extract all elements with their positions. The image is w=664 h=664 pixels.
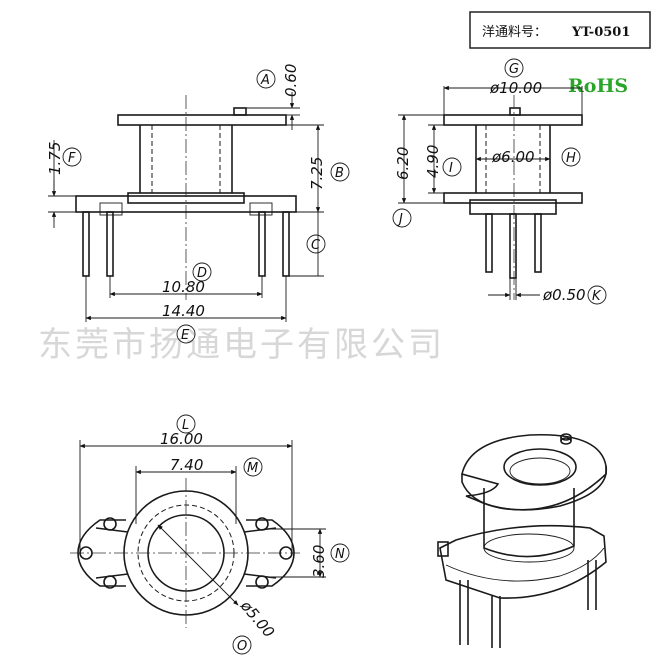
dim-g-value: ø10.00 — [489, 79, 542, 97]
dim-b-value: 7.25 — [308, 157, 326, 190]
dim-k-value: ø0.50 — [542, 286, 586, 304]
dim-i-value: 4.90 — [424, 145, 442, 178]
dim-i-letter: I — [449, 161, 453, 176]
dim-f-value: 1.75 — [46, 142, 64, 175]
bottom-view: 16.00 L 7.40 M 3.60 N ø5.00 O — [70, 414, 350, 655]
dim-m-value: 7.40 — [170, 456, 203, 474]
dim-e-value: 14.40 — [162, 302, 205, 320]
dim-o-value: ø5.00 — [236, 596, 278, 641]
dim-l-letter: L — [182, 418, 189, 433]
isometric-view — [437, 433, 608, 648]
dim-d-letter: D — [197, 266, 207, 281]
dim-g-letter: G — [509, 62, 519, 77]
dim-d-value: 10.80 — [162, 278, 205, 296]
title-box: 洋通料号： YT-0501 — [469, 11, 651, 49]
dim-f-letter: F — [68, 151, 76, 166]
side-view: ø10.00 G ø6.00 H 4.90 I 6.20 J ø0.50 K — [392, 58, 607, 305]
company-watermark: 东莞市扬通电子有限公司 — [38, 325, 445, 365]
dim-a-letter: A — [260, 73, 270, 88]
front-view: 0.60 A 7.25 B C 1.75 F 10.80 D — [46, 64, 350, 344]
dim-h-letter: H — [566, 151, 576, 166]
dim-o-letter: O — [237, 639, 247, 654]
rohs-label: RoHS — [568, 75, 628, 97]
dim-e-letter: E — [181, 328, 190, 343]
title-label: 洋通料号： — [482, 25, 547, 40]
dim-m-letter: M — [247, 461, 258, 476]
dim-k-letter: K — [592, 289, 602, 304]
dim-h-value: ø6.00 — [491, 148, 535, 166]
dim-n-value: 3.60 — [310, 545, 328, 578]
dim-j-letter: J — [396, 212, 403, 227]
part-number: YT-0501 — [571, 25, 630, 40]
dim-a-value: 0.60 — [282, 64, 300, 97]
dim-b-letter: B — [335, 166, 344, 181]
dim-j-value: 6.20 — [394, 147, 412, 180]
dim-c-letter: C — [311, 238, 321, 253]
dim-n-letter: N — [335, 547, 345, 562]
dim-l-value: 16.00 — [160, 430, 203, 448]
